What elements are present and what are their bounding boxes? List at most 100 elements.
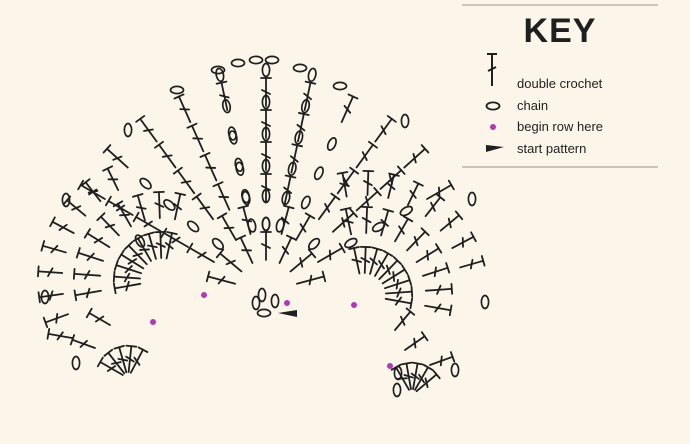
chain-stitch bbox=[313, 166, 324, 181]
double-crochet-stitch bbox=[355, 140, 378, 169]
double-crochet-stitch bbox=[135, 115, 158, 143]
double-crochet-stitch bbox=[296, 112, 310, 143]
double-crochet-stitch bbox=[295, 212, 316, 241]
double-crochet-stitch bbox=[394, 215, 414, 243]
double-crochet-stitch bbox=[160, 227, 189, 248]
double-crochet-stitch bbox=[172, 166, 196, 195]
chain-stitch bbox=[71, 355, 81, 371]
double-crochet-stitch bbox=[355, 187, 382, 212]
double-crochet-stitch bbox=[237, 204, 253, 235]
begin-row-dot bbox=[387, 363, 393, 369]
double-crochet-stitch bbox=[72, 267, 102, 280]
double-crochet-stitch bbox=[381, 264, 409, 285]
double-crochet-stitch bbox=[212, 181, 231, 211]
double-crochet-stitch bbox=[153, 190, 165, 219]
double-crochet-stitch bbox=[378, 256, 402, 281]
double-crochet-stitch bbox=[406, 227, 430, 252]
stitch-key: KEY double crochet chain begin row here … bbox=[462, 4, 658, 169]
double-crochet-stitch bbox=[369, 246, 383, 275]
chain-stitch bbox=[40, 289, 50, 305]
double-crochet-stitch bbox=[278, 234, 297, 264]
chain-stitch bbox=[270, 293, 280, 309]
double-crochet-stitch bbox=[186, 122, 205, 153]
double-crochet-stitch bbox=[318, 192, 341, 221]
chain-stitch bbox=[227, 126, 237, 141]
chain-stitch bbox=[241, 188, 251, 204]
begin-row-dot bbox=[150, 319, 156, 325]
chain-stitch bbox=[261, 216, 271, 232]
key-bottom-rule bbox=[462, 166, 658, 168]
double-crochet-stitch bbox=[215, 248, 243, 273]
double-crochet-stitch bbox=[374, 115, 397, 143]
chain-stitch bbox=[61, 192, 71, 208]
double-crochet-stitch bbox=[49, 216, 75, 234]
double-crochet-stitch bbox=[96, 212, 120, 237]
double-crochet-stitch bbox=[426, 179, 455, 200]
double-crochet-stitch bbox=[37, 290, 64, 304]
double-crochet-stitch bbox=[429, 351, 456, 367]
double-crochet-stitch bbox=[129, 346, 149, 374]
double-crochet-stitch bbox=[85, 307, 111, 326]
double-crochet-stitch bbox=[102, 165, 120, 192]
double-crochet-stitch bbox=[385, 285, 414, 298]
chain-stitch bbox=[264, 55, 280, 65]
chain-stitch bbox=[467, 191, 477, 207]
begin-row-dot bbox=[284, 300, 290, 306]
chain-stitch bbox=[163, 199, 176, 211]
double-crochet-stitch bbox=[46, 328, 73, 341]
chain-stitch bbox=[256, 308, 272, 318]
double-crochet-stitch bbox=[112, 280, 142, 295]
double-crochet-stitch bbox=[173, 93, 192, 123]
double-crochet-stitch bbox=[260, 173, 272, 203]
double-crochet-stitch bbox=[406, 180, 424, 207]
double-crochet-stitch bbox=[132, 193, 147, 222]
double-crochet-stitch bbox=[117, 249, 145, 270]
double-crochet-stitch bbox=[359, 245, 372, 274]
double-crochet-stitch bbox=[96, 356, 124, 376]
chain-stitch bbox=[392, 382, 402, 398]
double-crochet-stitch bbox=[451, 231, 477, 249]
double-crochet-stitch bbox=[331, 208, 358, 233]
double-crochet-stitch bbox=[361, 205, 373, 234]
double-crochet-stitch bbox=[384, 296, 414, 310]
key-label-chain: chain bbox=[517, 98, 549, 113]
double-crochet-stitch bbox=[132, 211, 162, 232]
chain-stitch bbox=[261, 62, 271, 78]
chain-stitch bbox=[399, 205, 414, 217]
double-crochet-stitch bbox=[424, 193, 446, 218]
chain-stitch bbox=[210, 65, 226, 75]
chain-stitch bbox=[300, 195, 311, 210]
double-crochet-stitch bbox=[80, 178, 102, 203]
key-top-rule bbox=[462, 4, 658, 6]
double-crochet-stitch bbox=[339, 206, 354, 236]
chain-stitch bbox=[344, 237, 358, 249]
double-crochet-stitch bbox=[410, 361, 424, 390]
double-crochet-stitch bbox=[422, 262, 451, 278]
double-crochet-stitch bbox=[73, 287, 102, 302]
double-crochet-stitch bbox=[113, 259, 142, 275]
double-crochet-stitch bbox=[235, 234, 254, 264]
key-label-start-pattern: start pattern bbox=[517, 141, 587, 156]
double-crochet-stitch bbox=[289, 143, 303, 174]
double-crochet-stitch bbox=[216, 212, 237, 241]
double-crochet-stitch bbox=[414, 363, 434, 391]
double-crochet-stitch bbox=[191, 192, 214, 221]
double-crochet-stitch bbox=[296, 270, 327, 286]
double-crochet-stitch bbox=[103, 348, 126, 375]
double-crochet-stitch bbox=[154, 230, 167, 259]
chain-stitch bbox=[248, 55, 264, 65]
double-crochet-stitch bbox=[439, 210, 464, 232]
double-crochet-stitch bbox=[260, 77, 272, 107]
double-crochet-stitch bbox=[280, 204, 295, 235]
double-crochet-icon bbox=[487, 53, 497, 86]
double-crochet-stitch bbox=[400, 361, 414, 390]
begin-row-dot bbox=[351, 302, 357, 308]
double-crochet-stitch bbox=[289, 248, 317, 273]
double-crochet-stitch bbox=[215, 80, 230, 111]
chain-stitch bbox=[307, 67, 317, 83]
stitch-diagram bbox=[37, 55, 490, 398]
chain-stitch bbox=[332, 81, 348, 91]
key-label-double-crochet: double crochet bbox=[517, 76, 603, 91]
chain-stitch bbox=[211, 237, 225, 251]
